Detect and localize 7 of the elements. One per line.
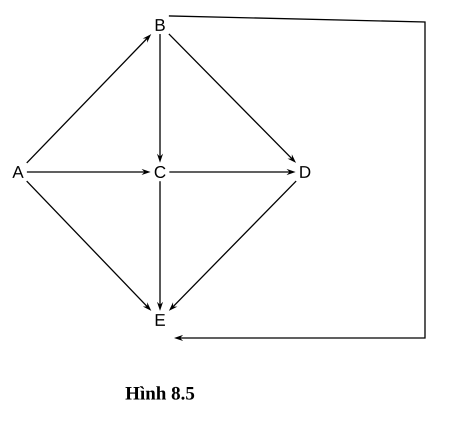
- vertex-label: E: [156, 314, 165, 326]
- vertex-label: D: [300, 166, 310, 178]
- vertex-label: B: [156, 19, 165, 31]
- figure-caption: Hình 8.5: [126, 386, 194, 400]
- vertex-label: C: [154, 166, 166, 178]
- vertex-label: A: [12, 166, 24, 178]
- arrow: [168, 15, 426, 342]
